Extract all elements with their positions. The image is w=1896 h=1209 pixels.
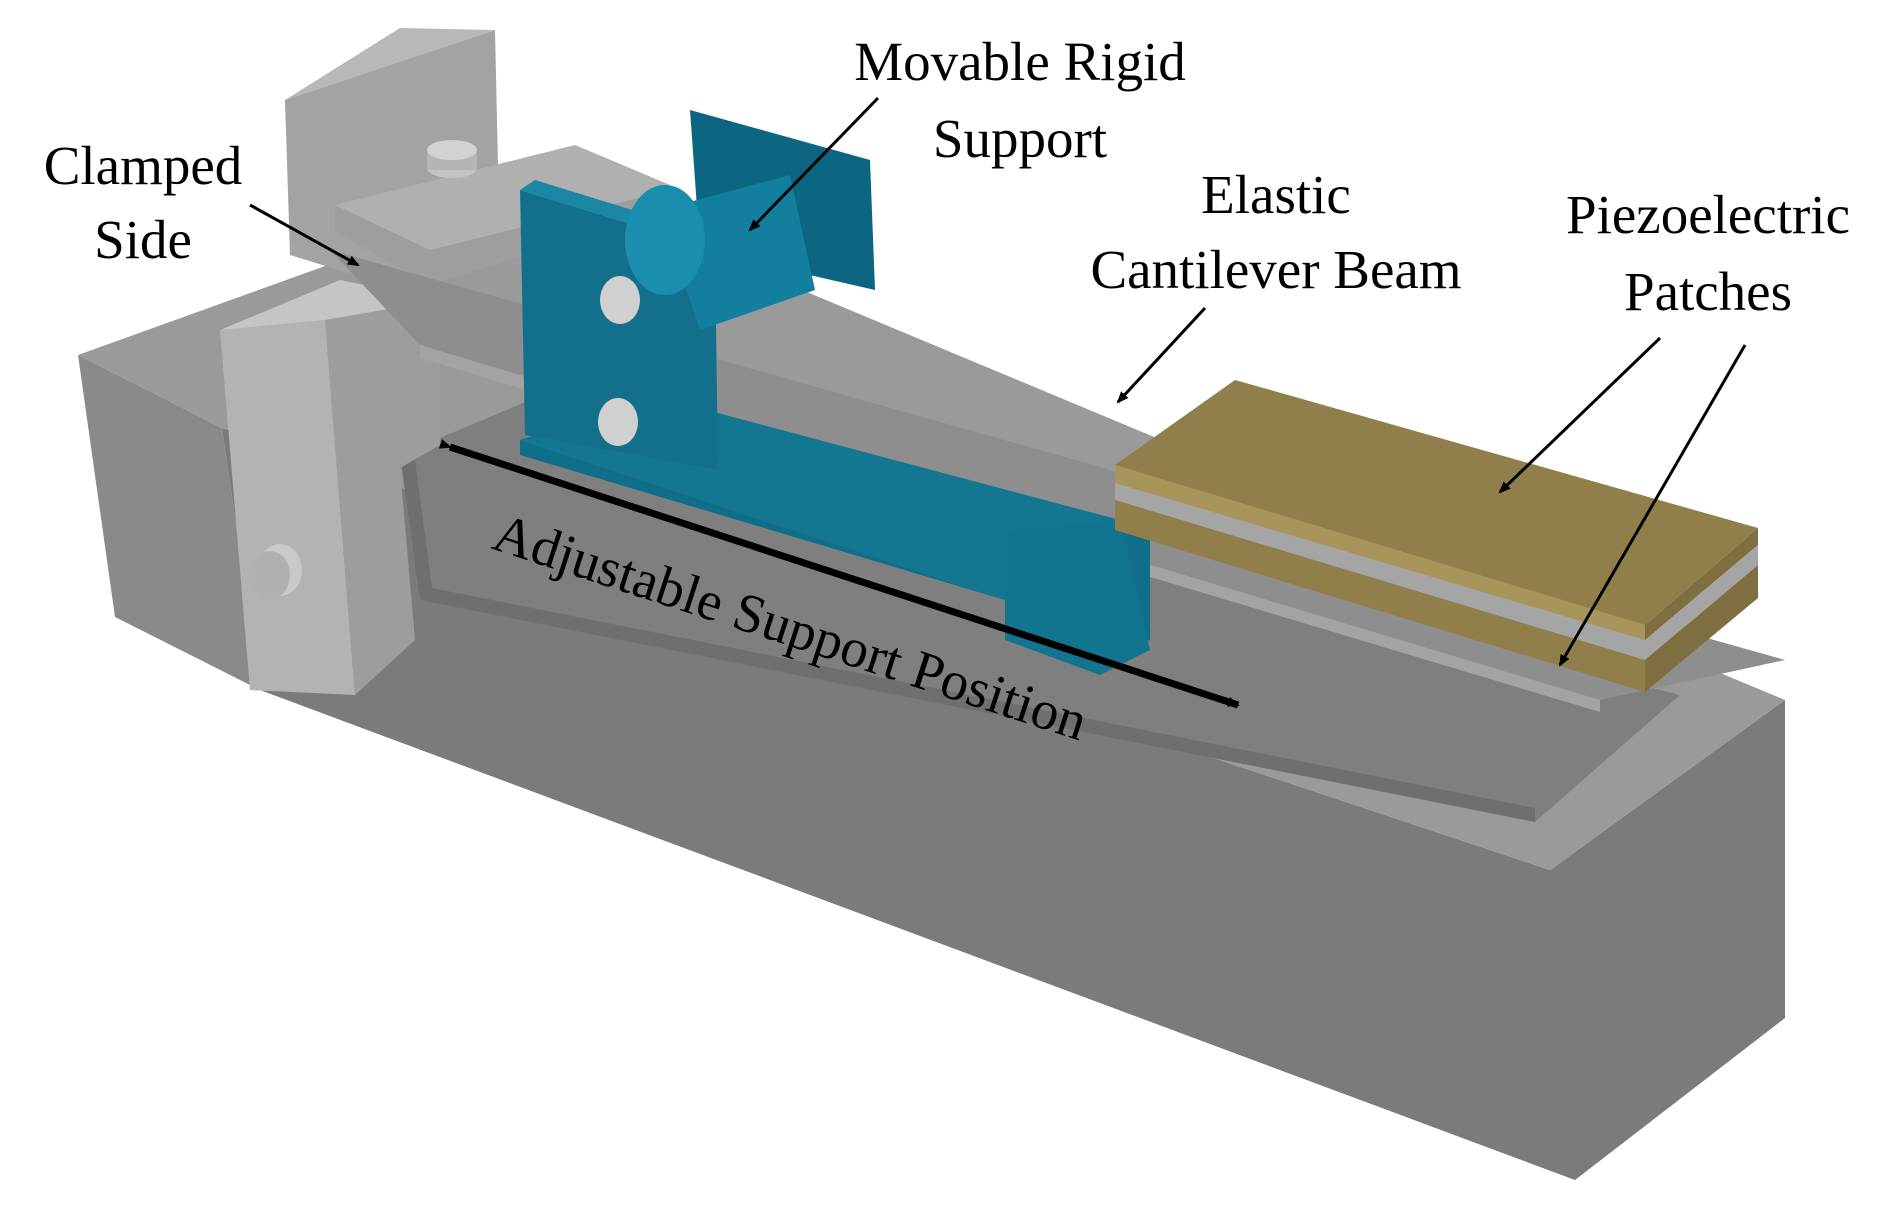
piezo-upper-arrow bbox=[1498, 336, 1662, 494]
piezo-bottom-side bbox=[1645, 565, 1758, 692]
elastic-beam-line-2: Cantilever Beam bbox=[1090, 239, 1461, 300]
clamp-front-block-left bbox=[220, 320, 355, 695]
piezo-top-face bbox=[1115, 380, 1758, 625]
piezo-patches-line-2: Patches bbox=[1624, 261, 1792, 322]
clamp-back-block-top bbox=[285, 28, 495, 100]
elastic-beam-line-1: Elastic bbox=[1201, 164, 1351, 225]
movable-support-line-2: Support bbox=[933, 108, 1107, 169]
clamp-front-block-face bbox=[325, 300, 440, 695]
piezo-top-side bbox=[1645, 528, 1758, 640]
piezo-lower-arrow bbox=[1558, 344, 1747, 667]
clamp-assembly bbox=[220, 28, 670, 695]
piezo-bottom-edge bbox=[1115, 500, 1645, 692]
movable-support-line-1: Movable Rigid bbox=[854, 31, 1186, 92]
clamped-side-label: Clamped Side bbox=[44, 135, 243, 270]
side-bolt-rim bbox=[250, 551, 290, 599]
support-cylinder-end bbox=[625, 185, 705, 295]
clamped-side-arrow bbox=[249, 203, 360, 267]
movable-support-arrow bbox=[748, 96, 880, 232]
piezo-patches-line-1: Piezoelectric bbox=[1566, 184, 1850, 245]
clamped-side-line-2: Side bbox=[94, 209, 192, 270]
elastic-beam-label: Elastic Cantilever Beam bbox=[1090, 164, 1461, 300]
piezo-patches-label: Piezoelectric Patches bbox=[1566, 184, 1850, 322]
support-bolt-lower bbox=[598, 398, 638, 446]
piezo-patches bbox=[1115, 380, 1758, 692]
clamp-bolt-top bbox=[427, 140, 477, 160]
movable-support-label: Movable Rigid Support bbox=[854, 31, 1186, 169]
piezo-top-edge bbox=[1115, 465, 1645, 640]
clamped-side-line-1: Clamped bbox=[44, 135, 243, 196]
support-bolt-upper bbox=[600, 276, 640, 324]
elastic-beam-arrow bbox=[1116, 306, 1207, 404]
adjustable-position-arrow bbox=[438, 439, 1240, 709]
base-left-face bbox=[78, 355, 260, 690]
